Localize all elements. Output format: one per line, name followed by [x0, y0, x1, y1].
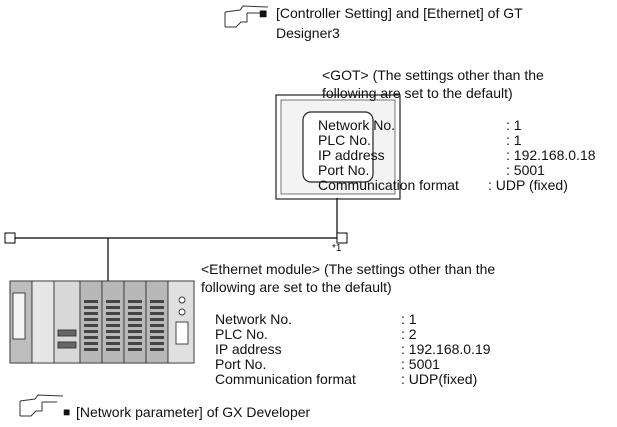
ethernet-module-title-line1: <Ethernet module> (The settings other th… — [201, 261, 496, 277]
setting-label: IP address — [318, 147, 385, 163]
setting-label: IP address — [215, 341, 282, 357]
got-device — [275, 94, 401, 200]
ethernet-cable — [10, 198, 342, 281]
setting-value: : 1 — [506, 132, 522, 148]
got-settings-table: Network No. : 1 PLC No. : 1 IP address : 19… — [318, 118, 596, 193]
hand-pointing-icon — [224, 5, 269, 28]
bottom-reference-bullet: ■ — [63, 405, 71, 419]
plc-terminal-blocks — [84, 300, 164, 351]
top-reference-line2: Designer3 — [276, 25, 340, 41]
setting-value: : 5001 — [401, 356, 440, 372]
setting-label: Communication format — [215, 371, 356, 387]
setting-value: : 5001 — [506, 162, 545, 178]
setting-label: Port No. — [215, 356, 267, 372]
footnote-mark: *1 — [332, 243, 342, 254]
ethernet-setting-row: Port No. : 5001 — [215, 357, 491, 372]
got-title-line1: <GOT> (The settings other than the — [322, 67, 544, 83]
got-setting-row: Communication format : UDP (fixed) — [318, 178, 596, 193]
ethernet-setting-row: Network No. : 1 — [215, 312, 491, 327]
got-title-line2: following are set to the default) — [322, 85, 513, 101]
setting-value: : 1 — [506, 117, 522, 133]
setting-value: : 2 — [401, 326, 417, 342]
terminator-left — [4, 232, 16, 244]
terminator-right — [336, 232, 348, 244]
got-setting-row: Port No. : 5001 — [318, 163, 596, 178]
setting-value: : 1 — [401, 311, 417, 327]
setting-value: : UDP(fixed) — [401, 371, 478, 387]
setting-label: PLC No. — [318, 132, 371, 148]
ethernet-setting-row: IP address : 192.168.0.19 — [215, 342, 491, 357]
setting-label: Network No. — [215, 311, 293, 327]
setting-label: PLC No. — [215, 326, 268, 342]
ethernet-module-settings-table: Network No. : 1 PLC No. : 2 IP address : 19… — [215, 312, 491, 387]
top-reference-bullet: ■ — [259, 5, 268, 21]
ethernet-module-title-line2: following are set to the default) — [201, 279, 392, 295]
setting-value: : 192.168.0.18 — [506, 147, 596, 163]
ethernet-setting-row: Communication format : UDP(fixed) — [215, 372, 491, 387]
got-setting-row: Network No. : 1 — [318, 118, 596, 133]
setting-label: Port No. — [318, 162, 370, 178]
top-reference-line1: [Controller Setting] and [Ethernet] of G… — [276, 5, 523, 21]
setting-value: : UDP (fixed) — [488, 177, 568, 193]
bottom-reference-text: [Network parameter] of GX Developer — [76, 404, 311, 420]
ethernet-setting-row: PLC No. : 2 — [215, 327, 491, 342]
setting-value: : 192.168.0.19 — [401, 341, 491, 357]
setting-label: Communication format — [318, 177, 459, 193]
plc-rack — [9, 280, 195, 364]
hand-pointing-icon — [19, 394, 64, 417]
got-setting-row: IP address : 192.168.0.18 — [318, 148, 596, 163]
got-setting-row: PLC No. : 1 — [318, 133, 596, 148]
setting-label: Network No. — [318, 117, 396, 133]
